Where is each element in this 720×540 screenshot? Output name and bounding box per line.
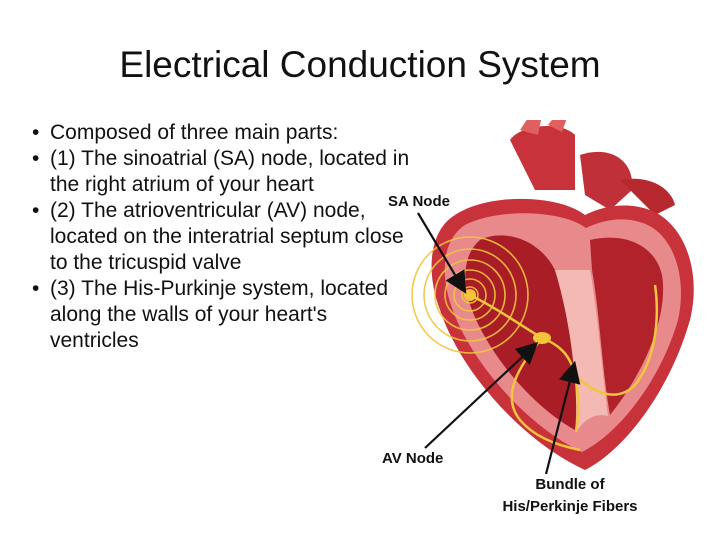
bundle-label-line2: His/Perkinje Fibers xyxy=(502,498,638,515)
bundle-arrow xyxy=(544,360,581,475)
vessel-branch xyxy=(520,120,541,135)
left-chamber xyxy=(590,237,664,415)
av-node-label: AV Node xyxy=(382,450,444,467)
av-node xyxy=(533,332,551,344)
bullet-list: Composed of three main parts: (1) The si… xyxy=(32,120,412,354)
bullet-item: (2) The atrioventricular (AV) node, loca… xyxy=(32,198,412,276)
heart-illustration xyxy=(411,120,694,471)
bundle-label-line1: Bundle of xyxy=(535,476,605,493)
sa-node-label: SA Node xyxy=(388,193,450,210)
bullet-item: Composed of three main parts: xyxy=(32,120,412,146)
aorta xyxy=(510,125,575,190)
vessel-branch xyxy=(548,120,567,132)
pulmonary-artery xyxy=(580,151,633,210)
sa-node-waves xyxy=(411,236,529,354)
septum xyxy=(555,270,608,432)
sa-node-arrow xyxy=(417,212,467,294)
av-node-arrow xyxy=(424,341,539,449)
bullet-item: (3) The His-Purkinje system, located alo… xyxy=(32,276,412,354)
bundle-label: Bundle of His/Perkinje Fibers xyxy=(490,474,650,518)
slide-title: Electrical Conduction System xyxy=(119,44,601,85)
pulmonary-branch xyxy=(620,178,675,215)
bullet-item: (1) The sinoatrial (SA) node, located in… xyxy=(32,146,412,198)
